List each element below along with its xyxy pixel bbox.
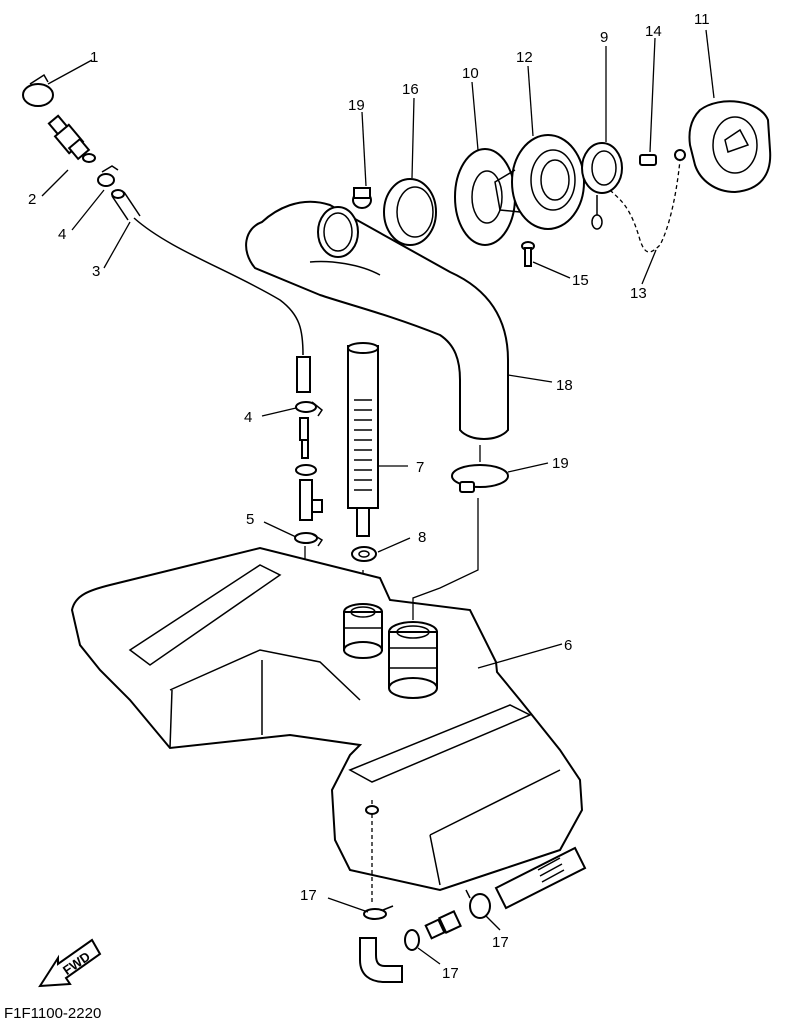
callout-17-left: 17 — [300, 887, 317, 904]
part-4-clamp-lower — [295, 401, 324, 417]
part-19-clamp-lower — [451, 464, 509, 493]
part-1-clamp — [22, 73, 54, 107]
callout-13: 13 — [630, 285, 647, 302]
ring-seal — [317, 206, 359, 258]
callout-3: 3 — [92, 263, 100, 280]
callout-17-bottom: 17 — [442, 965, 459, 982]
callout-9: 9 — [600, 29, 608, 46]
part-12-filler-neck-flange — [494, 134, 585, 230]
fwd-arrow-icon: FWD — [38, 938, 102, 988]
callout-numbers: 1 2 3 4 4 5 6 7 8 9 10 11 12 13 14 15 16… — [28, 11, 710, 982]
part-14-screw — [639, 149, 686, 166]
callout-18: 18 — [556, 377, 573, 394]
elbow-hose — [359, 937, 403, 983]
callout-4-lower: 4 — [244, 409, 252, 426]
tank-filler-neck — [388, 621, 438, 699]
callout-19-upper: 19 — [348, 97, 365, 114]
callout-7: 7 — [416, 459, 424, 476]
drain-plug — [424, 910, 462, 940]
tank-pickup-port — [343, 603, 383, 659]
callout-14: 14 — [645, 23, 662, 40]
callout-17-right: 17 — [492, 934, 509, 951]
part-6-fuel-tank — [70, 546, 584, 892]
callout-15: 15 — [572, 272, 589, 289]
callout-4-upper: 4 — [58, 226, 66, 243]
drawing-code: F1F1100-2220 — [4, 1005, 101, 1022]
fitting-column — [295, 417, 323, 521]
part-16-ring — [383, 178, 437, 246]
callout-1: 1 — [90, 49, 98, 66]
part-5-clamp — [294, 532, 324, 547]
part-10-gasket — [454, 148, 516, 246]
part-17-clamp-c — [465, 889, 491, 919]
callout-16: 16 — [402, 81, 419, 98]
part-7-filter — [347, 342, 379, 537]
part-13-chain — [591, 159, 681, 253]
callout-5: 5 — [246, 511, 254, 528]
part-9-ring — [581, 142, 623, 194]
drain-hose — [494, 846, 587, 910]
part-4-clamp-upper — [97, 165, 119, 187]
callout-6: 6 — [564, 637, 572, 654]
callout-11: 11 — [694, 11, 710, 28]
part-15-rivet — [521, 241, 535, 267]
part-19-clamp-upper — [352, 187, 372, 209]
part-17-clamp-b — [404, 929, 420, 951]
part-18-filler-hose — [245, 200, 509, 440]
callout-2: 2 — [28, 191, 36, 208]
part-17-clamp-a — [363, 905, 394, 920]
part-3-hose — [111, 189, 311, 393]
part-2-fitting — [47, 114, 96, 163]
callout-10: 10 — [462, 65, 479, 82]
drain-nipple — [365, 805, 379, 815]
part-11-fuel-cap — [688, 100, 772, 194]
callout-19-lower: 19 — [552, 455, 569, 472]
callout-12: 12 — [516, 49, 533, 66]
leader-lines — [41, 29, 715, 965]
part-8-washer — [351, 546, 377, 562]
callout-8: 8 — [418, 529, 426, 546]
